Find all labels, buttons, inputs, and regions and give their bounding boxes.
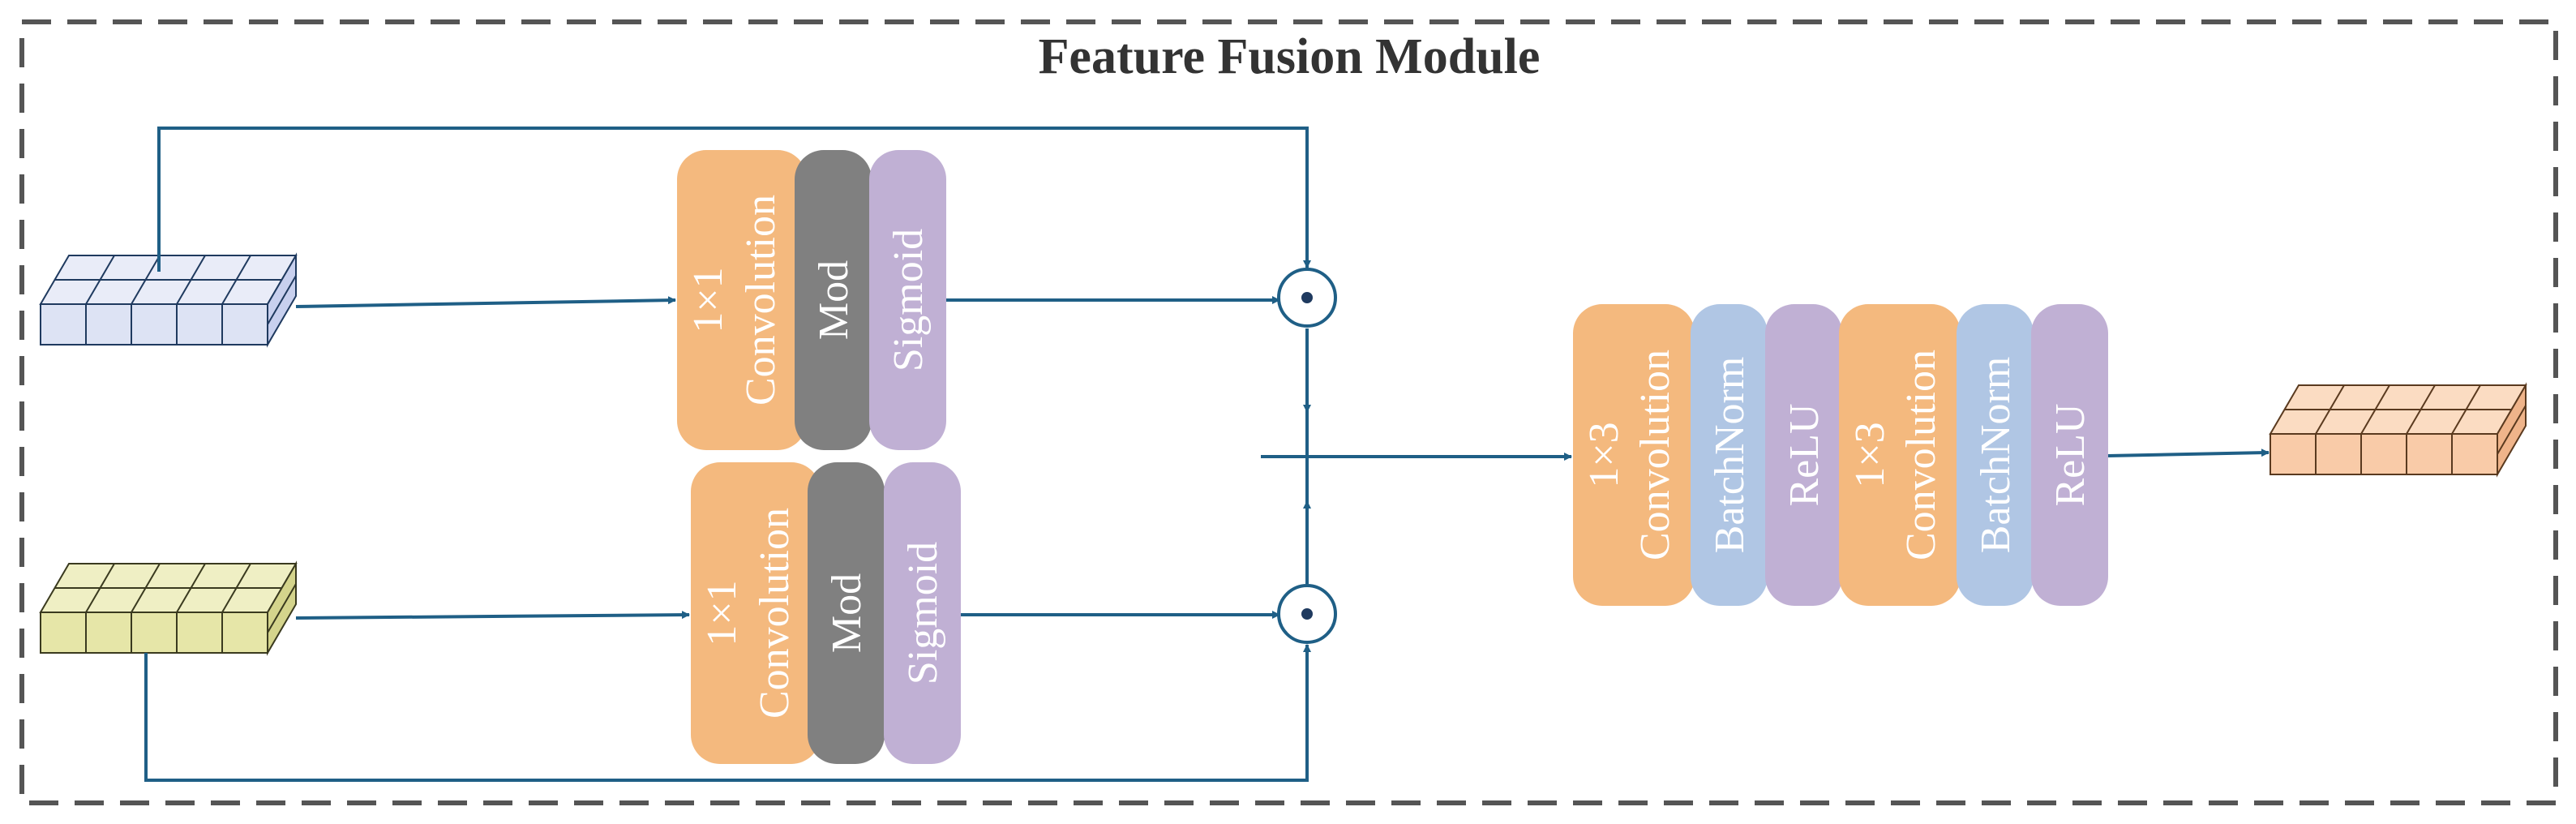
bottom-skip-connection: [144, 644, 1311, 782]
top-mod-label: Mod: [811, 260, 857, 340]
top-conv-label: Convolution: [738, 195, 784, 406]
fusion-conv1-block: 1×3 Convolution: [1573, 304, 1695, 606]
module-title: Feature Fusion Module: [1039, 29, 1541, 84]
top-sigmoid-block: Sigmoid: [869, 150, 946, 450]
fusion-batchnorm1-block: BatchNorm: [1691, 304, 1768, 606]
top-conv-block: 1×1 Convolution: [677, 150, 807, 450]
top-multiply-operator: [1277, 268, 1337, 328]
connections: [144, 127, 2270, 782]
output-feature-map: [2269, 382, 2527, 478]
fusion-conv2-kernel-label: 1×3: [1847, 422, 1893, 487]
bottom-mod-label: Mod: [824, 573, 870, 653]
fusion-batchnorm2-label: BatchNorm: [1973, 357, 2019, 554]
bottom-mod-block: Mod: [808, 462, 885, 764]
input-feature-map-top: [39, 252, 298, 348]
module-border: [19, 19, 2558, 805]
bottom-sigmoid-block: Sigmoid: [884, 462, 961, 764]
bottom-multiply-operator: [1277, 584, 1337, 644]
bottom-conv-kernel-label: 1×1: [699, 580, 745, 646]
top-skip-connection: [157, 127, 1311, 272]
fusion-batchnorm2-block: BatchNorm: [1957, 304, 2034, 606]
fusion-relu1-label: ReLU: [1781, 403, 1828, 506]
bottom-conv-block: 1×1 Convolution: [691, 462, 821, 764]
fusion-conv1-kernel-label: 1×3: [1581, 422, 1627, 487]
bottom-sigmoid-label: Sigmoid: [900, 542, 946, 685]
fusion-conv2-label: Convolution: [1898, 350, 1944, 560]
top-sigmoid-label: Sigmoid: [885, 229, 932, 371]
fusion-relu2-label: ReLU: [2047, 403, 2094, 506]
bottom-conv-label: Convolution: [752, 508, 798, 719]
input-feature-map-bottom: [39, 560, 298, 656]
fusion-conv2-block: 1×3 Convolution: [1839, 304, 1961, 606]
top-mod-block: Mod: [795, 150, 872, 450]
top-input-arrow: [295, 296, 676, 308]
top-conv-kernel-label: 1×1: [685, 267, 731, 333]
fusion-conv1-label: Convolution: [1632, 350, 1678, 560]
fusion-relu1-block: ReLU: [1765, 304, 1842, 606]
fusion-to-output-arrow: [2107, 448, 2270, 457]
bottom-input-arrow: [295, 611, 690, 620]
fusion-batchnorm1-label: BatchNorm: [1707, 357, 1753, 554]
fusion-relu2-block: ReLU: [2031, 304, 2108, 606]
